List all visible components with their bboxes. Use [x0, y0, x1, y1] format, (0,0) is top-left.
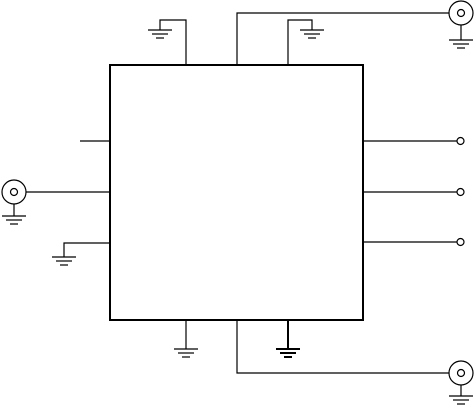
right-pin-1 [363, 138, 464, 145]
open-terminal-icon[interactable] [457, 138, 464, 145]
ground-icon [300, 30, 324, 38]
right-pin-3 [363, 239, 464, 246]
top-pin-3 [288, 20, 324, 65]
ground-icon [276, 349, 300, 357]
coaxial-connector-icon [449, 361, 473, 396]
component-body [110, 65, 363, 320]
ground-icon [174, 349, 198, 357]
open-terminal-icon[interactable] [457, 239, 464, 246]
left-pin-3 [52, 243, 110, 265]
bottom-pin-3 [276, 320, 300, 357]
top-pin-1 [148, 20, 186, 65]
right-pin-2 [363, 189, 464, 196]
ground-icon [52, 257, 76, 265]
coaxial-connector-icon [2, 180, 26, 216]
top-pin-2 [237, 1, 473, 65]
coaxial-connector-icon [449, 1, 473, 40]
left-pin-2 [2, 180, 110, 224]
ground-icon [449, 40, 473, 48]
open-terminal-icon[interactable] [457, 189, 464, 196]
ground-icon [2, 216, 26, 224]
ground-icon [148, 30, 172, 38]
ground-icon [449, 396, 473, 404]
bottom-pin-1 [174, 320, 198, 357]
bottom-pin-2 [237, 320, 473, 404]
